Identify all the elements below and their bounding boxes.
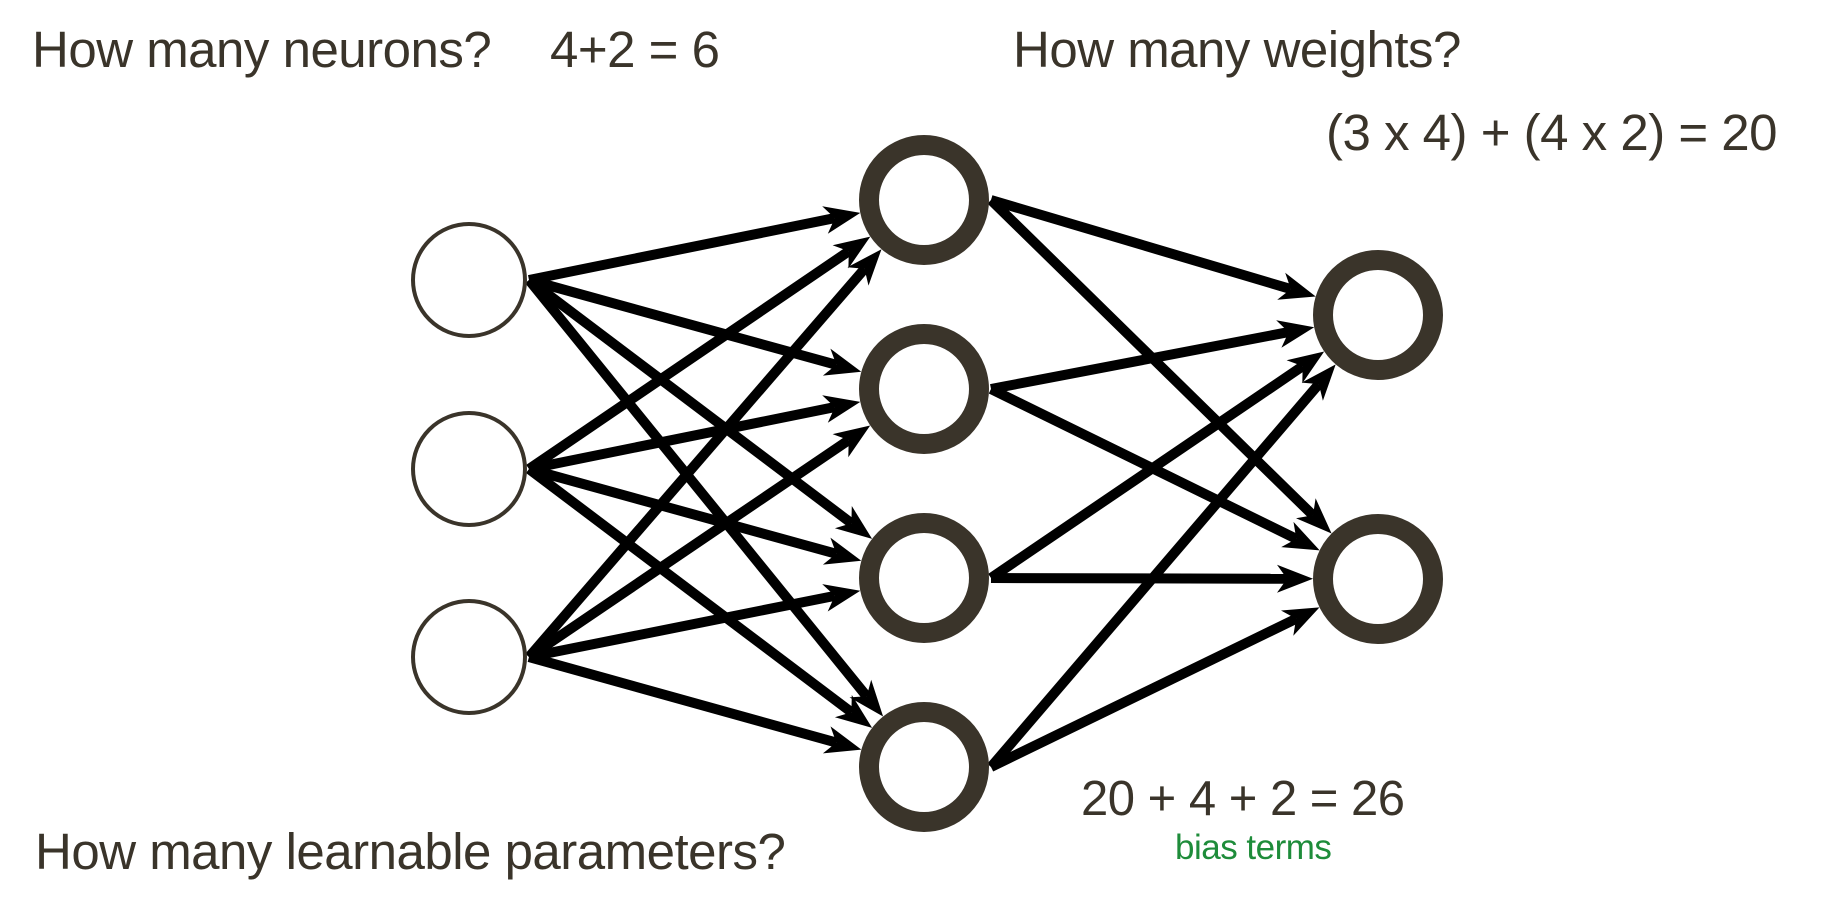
connection-line	[527, 464, 838, 559]
connection-line	[525, 276, 871, 700]
parameters-question: How many learnable parameters?	[35, 823, 786, 880]
connection-input3-to-hidden4	[527, 652, 862, 754]
connection-input1-to-hidden2	[527, 275, 862, 376]
connection-input2-to-hidden1	[526, 236, 871, 474]
connection-line	[990, 327, 1290, 394]
connection-line	[526, 247, 852, 474]
connection-input1-to-hidden4	[525, 276, 884, 717]
connection-hidden3-to-output2	[990, 564, 1313, 593]
arrowhead-icon	[1286, 351, 1325, 384]
connection-hidden4-to-output1	[987, 364, 1336, 771]
connection-line	[525, 265, 869, 661]
arrowhead-icon	[1281, 607, 1320, 636]
neurons-answer: 4+2 = 6	[550, 21, 720, 78]
output-neuron-2	[1313, 514, 1443, 644]
arrowhead-icon	[849, 679, 884, 717]
arrowhead-icon	[822, 395, 861, 423]
hidden-neuron-1	[859, 135, 989, 265]
arrowhead-icon	[822, 584, 861, 612]
connection-input1-to-hidden3	[525, 276, 873, 539]
connection-input3-to-hidden1	[525, 249, 882, 661]
arrowhead-icon	[847, 249, 882, 286]
weights-answer: (3 x 4) + (4 x 2) = 20	[1326, 104, 1778, 161]
arrowhead-icon	[832, 425, 871, 458]
input-neuron-1	[411, 222, 527, 338]
connection-hidden2-to-output2	[988, 384, 1320, 551]
input-neuron-3	[411, 599, 527, 715]
connection-line	[527, 652, 838, 748]
connection-input3-to-hidden3	[528, 584, 861, 662]
output-neuron-1	[1313, 250, 1443, 380]
hidden-neuron-4	[859, 702, 989, 832]
arrowhead-icon	[1277, 272, 1316, 300]
connection-line	[528, 213, 836, 285]
arrowhead-icon	[822, 348, 862, 376]
connection-hidden1-to-output1	[989, 195, 1316, 300]
arrowhead-icon	[832, 236, 871, 269]
neurons-question: How many neurons?	[32, 21, 492, 78]
arrowhead-icon	[1301, 364, 1336, 401]
connection-input2-to-hidden4	[525, 465, 873, 728]
connection-hidden4-to-output2	[988, 607, 1320, 772]
arrowhead-icon	[1277, 564, 1313, 593]
arrowhead-icon	[822, 206, 861, 234]
arrowhead-icon	[834, 506, 873, 539]
arrowhead-icon	[822, 537, 862, 565]
bias-terms-annotation: bias terms	[1175, 828, 1332, 867]
connection-line	[527, 275, 838, 370]
hidden-neuron-2	[859, 324, 989, 454]
weights-question: How many weights?	[1013, 21, 1461, 78]
connection-hidden2-to-output1	[990, 320, 1315, 394]
arrowhead-icon	[1296, 498, 1332, 534]
arrowhead-icon	[1276, 320, 1315, 348]
connection-input1-to-hidden1	[528, 206, 861, 285]
arrowhead-icon	[822, 726, 862, 754]
connection-line	[525, 465, 855, 717]
connection-line	[528, 402, 836, 474]
arrowhead-icon	[834, 695, 873, 728]
arrowhead-icon	[1281, 521, 1320, 551]
connections	[525, 195, 1336, 772]
connection-input3-to-hidden2	[526, 425, 871, 662]
parameters-answer: 20 + 4 + 2 = 26	[1081, 772, 1405, 826]
connection-input2-to-hidden2	[528, 395, 861, 474]
connection-line	[990, 573, 1288, 584]
connection-line	[528, 590, 836, 662]
connection-line	[989, 195, 1293, 294]
connection-line	[525, 276, 855, 528]
connection-line	[988, 384, 1299, 544]
connection-line	[987, 380, 1323, 771]
neurons	[411, 135, 1443, 832]
input-neuron-2	[411, 411, 527, 527]
connection-line	[988, 614, 1299, 772]
hidden-neuron-3	[859, 513, 989, 643]
connection-line	[526, 435, 852, 662]
connection-line	[988, 362, 1306, 583]
connection-input2-to-hidden3	[527, 464, 862, 565]
connection-hidden3-to-output1	[988, 351, 1325, 583]
